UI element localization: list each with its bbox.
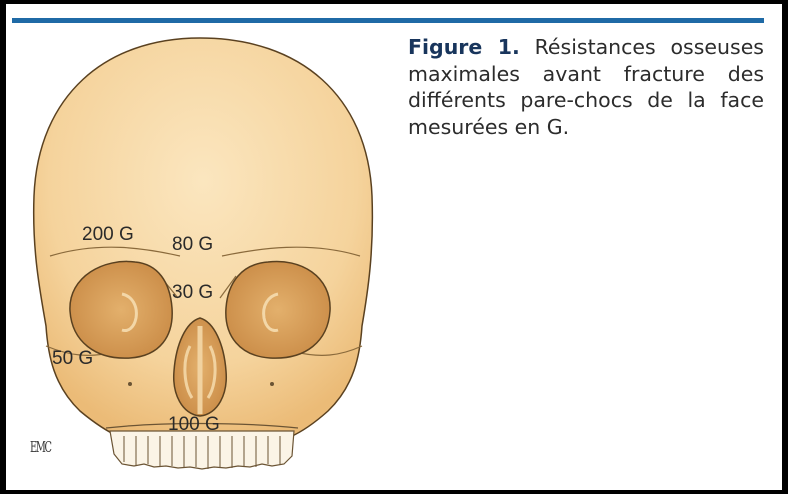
figure-caption: Figure 1. Résistances osseuses maximales… (408, 34, 764, 140)
label-frontal: 200 G (82, 224, 134, 246)
top-rule (12, 18, 764, 23)
label-zygomatic: 50 G (52, 348, 93, 370)
teeth (110, 431, 294, 469)
skull-figure: 200 G 80 G 30 G 50 G 100 G EMC (10, 26, 400, 486)
left-orbit (70, 261, 172, 358)
label-nasal-bridge: 80 G (172, 234, 213, 256)
emc-logo: EMC (30, 438, 51, 456)
label-nasal: 30 G (172, 282, 213, 304)
right-orbit (226, 261, 330, 358)
label-maxilla: 100 G (168, 414, 220, 436)
figure-label: Figure 1. (408, 35, 520, 59)
